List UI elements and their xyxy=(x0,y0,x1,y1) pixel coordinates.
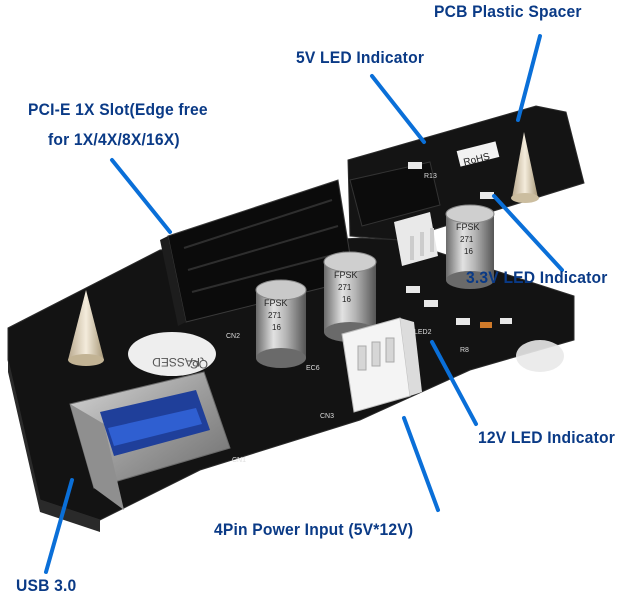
usb-3-port xyxy=(69,371,231,510)
svg-text:271: 271 xyxy=(460,235,474,244)
four-pin-power-connector xyxy=(341,317,422,413)
svg-text:CN1: CN1 xyxy=(232,457,246,464)
svg-text:FPSK: FPSK xyxy=(264,298,288,308)
svg-text:CN3: CN3 xyxy=(320,413,334,420)
smd-components: CN3 CN2 CN1 EC6 LED2 R8 R13 xyxy=(226,162,512,464)
capacitor-center: FPSK 271 16 xyxy=(323,251,377,342)
label-5v-led-indicator: 5V LED Indicator xyxy=(296,48,425,67)
label-pcie-slot-line2: for 1X/4X/8X/16X) xyxy=(48,130,180,149)
callout-pointers xyxy=(44,34,564,574)
label-usb-3: USB 3.0 xyxy=(16,576,77,595)
svg-text:LED2: LED2 xyxy=(414,329,432,336)
svg-text:FPSK: FPSK xyxy=(334,270,358,280)
svg-text:16: 16 xyxy=(464,247,473,256)
svg-text:QC: QC xyxy=(190,357,208,371)
svg-text:CN2: CN2 xyxy=(226,333,240,340)
pcb-plastic-spacer-left xyxy=(68,290,104,366)
label-4pin-power-input: 4Pin Power Input (5V*12V) xyxy=(214,520,414,539)
capacitor-right: FPSK 271 16 xyxy=(445,204,495,289)
label-pcb-plastic-spacer: PCB Plastic Spacer xyxy=(434,2,582,21)
pcie-slot xyxy=(160,179,355,326)
pcb-plastic-spacer-right xyxy=(511,132,539,203)
svg-text:16: 16 xyxy=(342,295,351,304)
svg-text:R13: R13 xyxy=(424,173,437,180)
label-pcie-slot-line1: PCI-E 1X Slot(Edge free xyxy=(28,100,208,119)
svg-text:271: 271 xyxy=(268,311,282,320)
qc-passed-sticker: PASSED QC xyxy=(128,332,216,376)
label-12v-led-indicator: 12V LED Indicator xyxy=(478,428,615,447)
svg-text:R8: R8 xyxy=(460,347,469,354)
svg-text:16: 16 xyxy=(272,323,281,332)
voltage-regulator-chip xyxy=(349,161,441,266)
svg-text:EC6: EC6 xyxy=(306,365,320,372)
svg-text:FPSK: FPSK xyxy=(456,222,480,232)
label-3v3-led-indicator: 3.3V LED Indicator xyxy=(466,268,608,287)
pcb-plastic-spacer-bottom xyxy=(516,340,564,372)
capacitor-left: FPSK 271 16 xyxy=(255,279,307,368)
svg-text:PASSED: PASSED xyxy=(152,355,200,369)
svg-text:271: 271 xyxy=(338,283,352,292)
